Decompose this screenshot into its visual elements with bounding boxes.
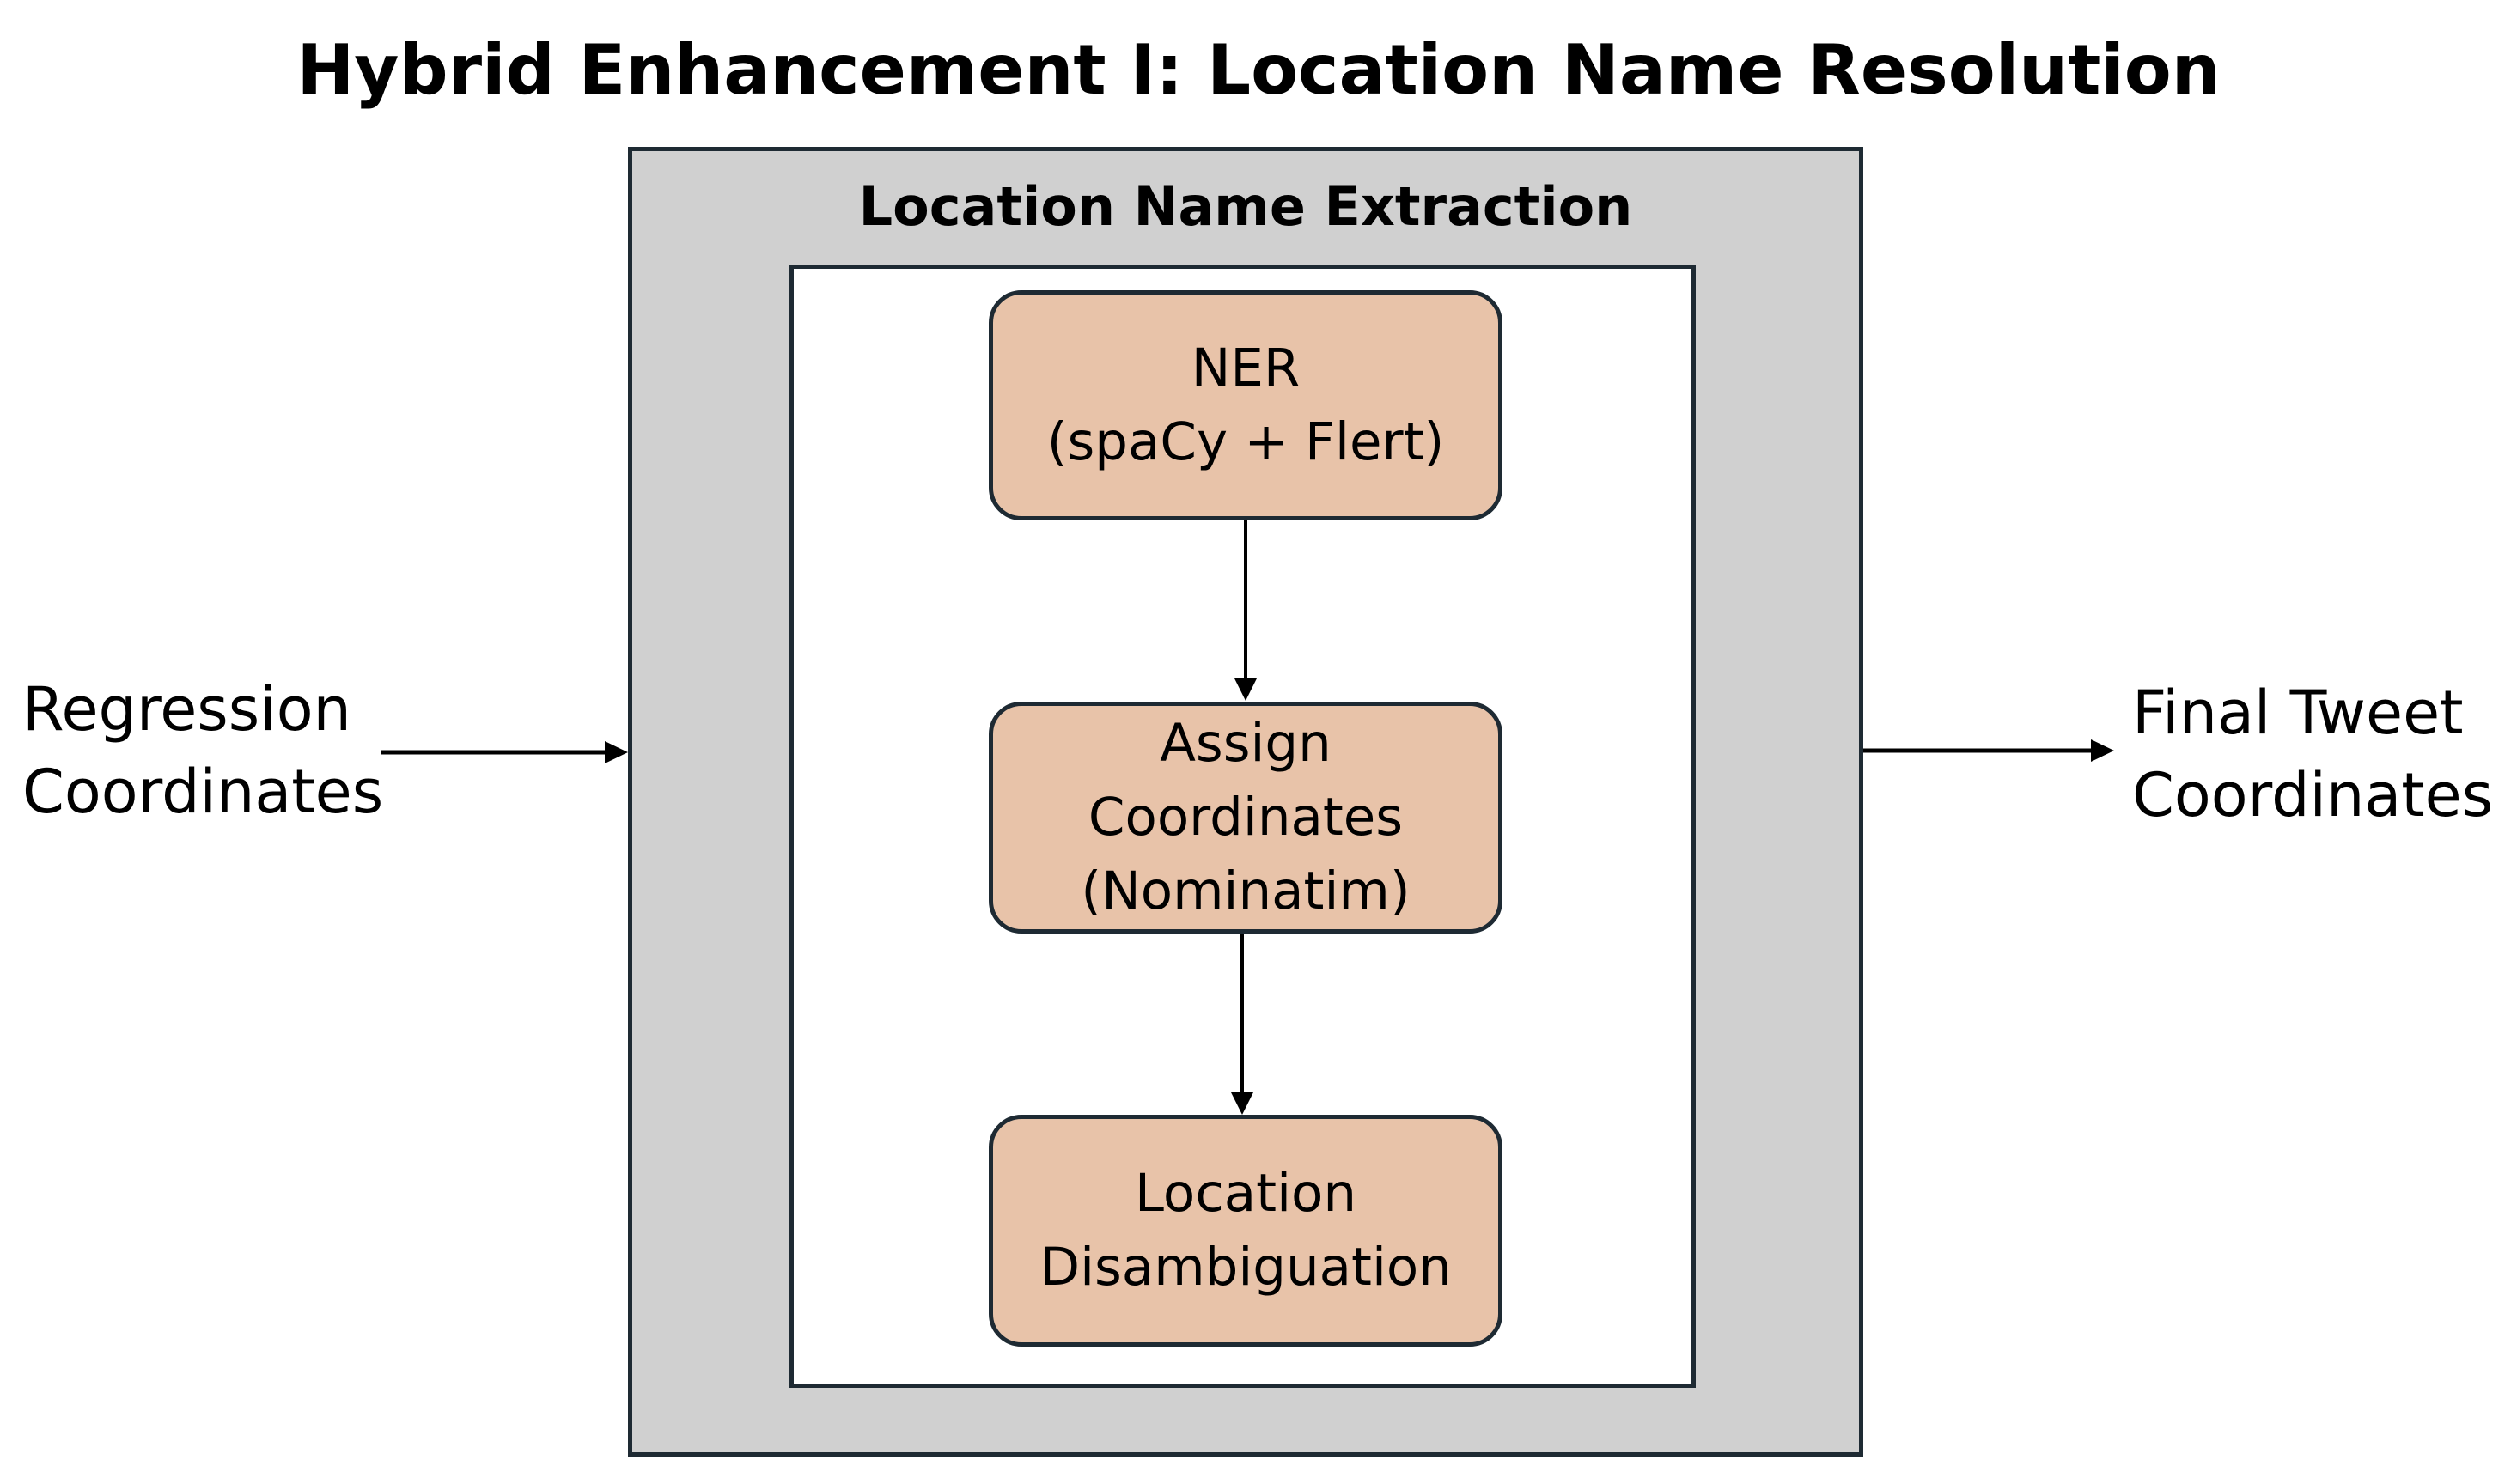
diagram-title: Hybrid Enhancement I: Location Name Reso… [296,30,2221,110]
output-label-line-2: Coordinates [2132,760,2494,830]
step-assign-line-3: (Nominatim) [1081,861,1411,921]
step-disambiguation-line-1: Location [1135,1163,1356,1224]
step-assign-line-1: Assign [1160,713,1332,774]
step-ner-line-1: NER [1191,338,1301,398]
step-disambiguation-line-2: Disambiguation [1039,1237,1452,1298]
step-assign-line-2: Coordinates [1088,787,1404,848]
output-label-line-1: Final Tweet [2132,678,2464,748]
input-label: Regression Coordinates [22,668,383,833]
container-label: Location Name Extraction [858,175,1633,238]
arrow-input [381,741,628,763]
step-assign-coordinates: Assign Coordinates (Nominatim) [989,702,1502,934]
step-location-disambiguation: Location Disambiguation [989,1115,1502,1347]
input-label-line-2: Coordinates [22,757,384,827]
output-label: Final Tweet Coordinates [2132,672,2493,836]
arrow-output [1863,739,2114,762]
step-ner-line-2: (spaCy + Flert) [1046,411,1445,472]
input-label-line-1: Regression [22,674,351,745]
step-ner: NER (spaCy + Flert) [989,290,1502,520]
